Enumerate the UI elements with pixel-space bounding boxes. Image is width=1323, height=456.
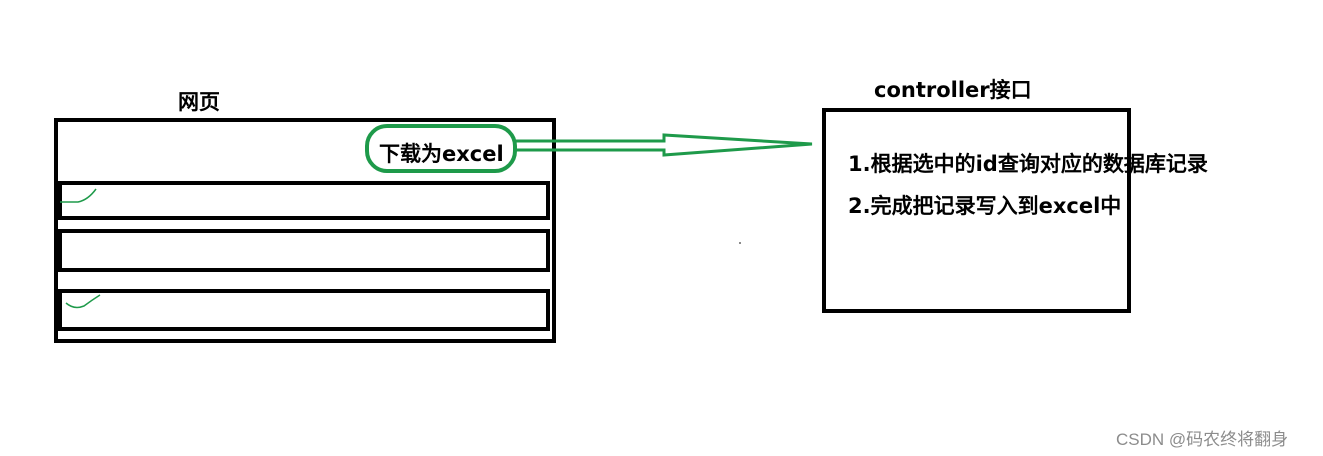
controller-step-1: 1.根据选中的id查询对应的数据库记录 bbox=[848, 152, 1208, 176]
webpage-row-2[interactable] bbox=[58, 229, 550, 272]
download-button-outline[interactable] bbox=[365, 124, 517, 173]
request-arrow bbox=[516, 133, 813, 157]
webpage-frame bbox=[54, 118, 556, 343]
controller-box bbox=[822, 108, 1131, 313]
controller-step-2: 2.完成把记录写入到excel中 bbox=[848, 194, 1122, 218]
webpage-row-3[interactable] bbox=[58, 289, 550, 331]
row-1-check-mark bbox=[60, 188, 97, 203]
download-excel-button-label[interactable]: 下载为excel bbox=[379, 142, 504, 166]
webpage-row-1[interactable] bbox=[58, 181, 550, 220]
row-3-check-mark bbox=[65, 294, 101, 309]
webpage-title: 网页 bbox=[178, 90, 220, 114]
watermark: CSDN @码农终将翻身 bbox=[1116, 430, 1289, 449]
controller-title: controller接口 bbox=[874, 78, 1032, 102]
stray-dot bbox=[739, 242, 741, 244]
